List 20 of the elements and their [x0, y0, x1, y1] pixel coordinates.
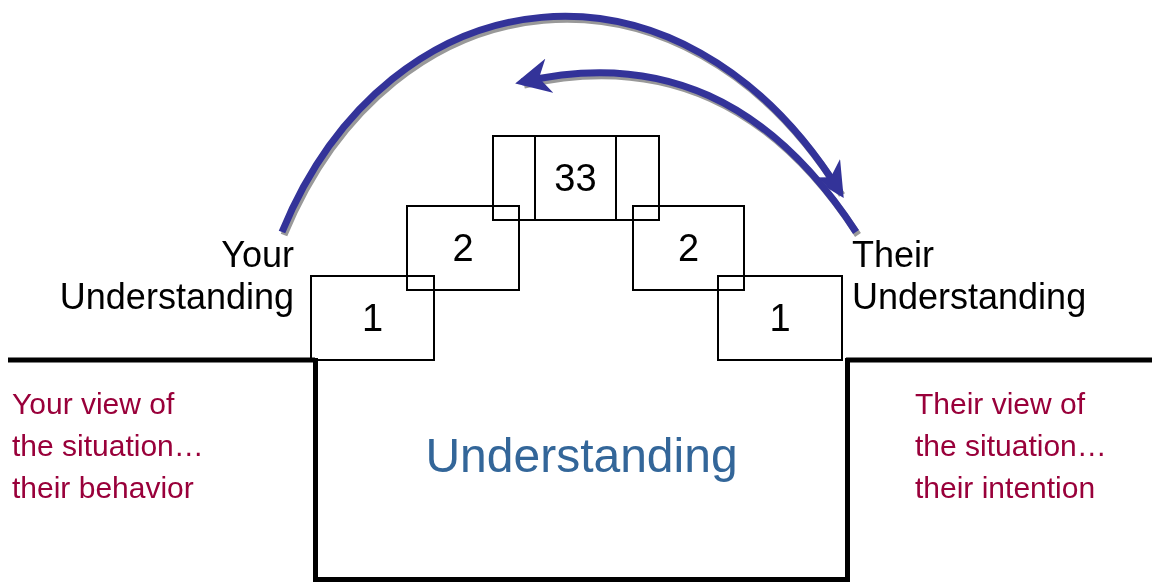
curved-arrow [278, 13, 845, 234]
curved-arrow [515, 59, 859, 234]
numbered-box [534, 135, 617, 221]
numbered-box [310, 275, 435, 361]
numbered-box [632, 205, 745, 291]
description-text: Their view of the situation… their intention [915, 386, 1108, 506]
label-text: Their Understanding [852, 234, 1088, 318]
empty-box [492, 135, 536, 221]
box-number: 1 [361, 296, 384, 340]
numbered-box [717, 275, 843, 361]
numbered-box [406, 205, 520, 291]
empty-box [615, 135, 660, 221]
box-number: 1 [769, 296, 791, 340]
box-number: 33 [554, 156, 597, 200]
description-text: Your view of the situation… their behavior [12, 386, 205, 506]
understanding-container [313, 358, 850, 582]
label-text: Understanding [425, 428, 738, 483]
label-text: Your Understanding [58, 234, 294, 318]
box-number: 2 [677, 226, 700, 270]
box-number: 2 [452, 226, 474, 270]
